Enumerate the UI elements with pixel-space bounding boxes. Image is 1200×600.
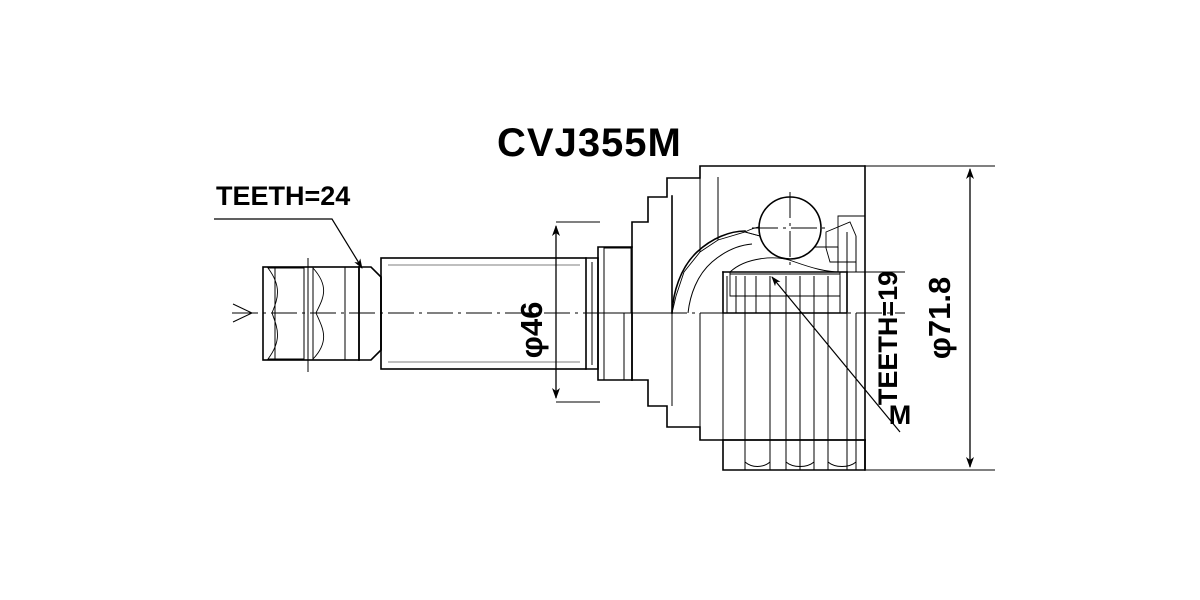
marking-label: M — [889, 400, 912, 430]
outer-teeth-label: TEETH=24 — [216, 181, 350, 211]
shaft-diameter-label: φ46 — [514, 302, 549, 359]
dimension-joint-diameter: φ71.8 — [866, 165, 995, 471]
part-number-title: CVJ355M — [497, 121, 682, 165]
joint-lower-outline — [585, 312, 866, 471]
annotation-marking: M — [889, 400, 912, 430]
inner-race-spline-teeth — [726, 276, 841, 313]
mid-shaft-section — [380, 257, 599, 370]
joint-diameter-label: φ71.8 — [922, 277, 957, 360]
splined-shaft-end — [262, 258, 382, 372]
annotation-outer-teeth: TEETH=24 — [214, 181, 363, 269]
outer-joint-housing-section — [631, 165, 866, 471]
inner-teeth-label: TEETH=19 — [873, 271, 903, 405]
dimension-shaft-diameter: φ46 — [514, 221, 600, 403]
annotation-inner-teeth: TEETH=19 — [766, 271, 905, 433]
ball-bearing-assembly — [722, 192, 857, 314]
